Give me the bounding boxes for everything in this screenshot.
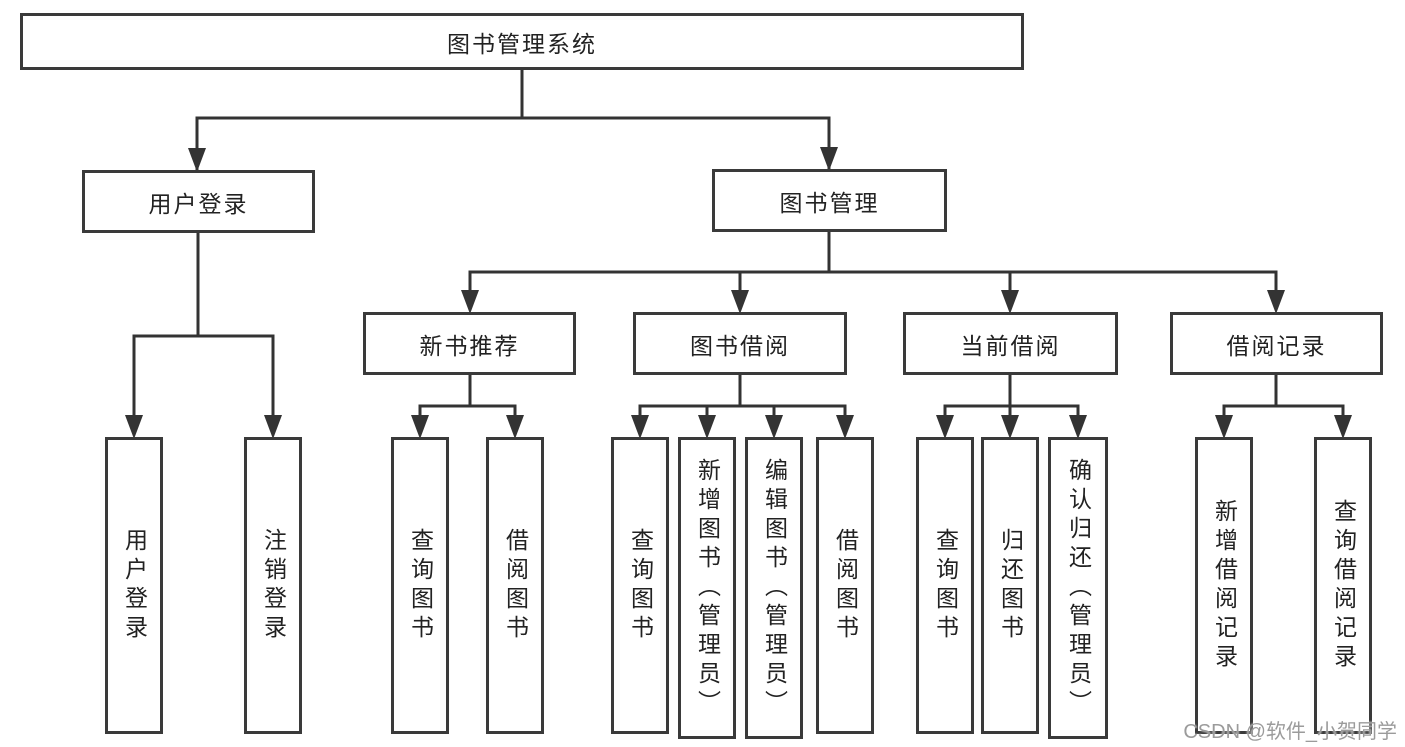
- arrowhead: [836, 415, 854, 439]
- node-current-borrowing-label: 当前借阅: [960, 332, 1061, 359]
- connector-line: [132, 334, 275, 435]
- node-borrow-records: 借阅记录: [1170, 312, 1383, 375]
- node-library-management-system: 图书管理系统: [20, 13, 1024, 70]
- arrowhead: [264, 415, 282, 439]
- connector-user-login-to-children: [132, 231, 275, 435]
- connector-line: [638, 404, 847, 435]
- node-current-borrowing: 当前借阅: [903, 312, 1118, 375]
- arrowhead: [506, 415, 524, 439]
- connector-line: [1222, 404, 1345, 435]
- node-leaf-add-borrow-record-label: 新增借阅记录: [1211, 498, 1238, 673]
- node-leaf-query-book-3-label: 查询图书: [932, 527, 959, 644]
- connector-book-mgmt-to-level3: [468, 230, 1278, 310]
- node-leaf-confirm-return-admin: 确认归还（管理员）: [1048, 437, 1108, 739]
- arrowhead: [731, 290, 749, 314]
- arrowhead: [188, 148, 206, 172]
- node-leaf-query-borrow-record: 查询借阅记录: [1314, 437, 1372, 734]
- arrowhead: [765, 415, 783, 439]
- arrowhead: [461, 290, 479, 314]
- node-library-management-system-label: 图书管理系统: [447, 30, 597, 57]
- node-leaf-add-borrow-record: 新增借阅记录: [1195, 437, 1253, 734]
- node-leaf-query-borrow-record-label: 查询借阅记录: [1330, 498, 1357, 673]
- node-leaf-borrow-book-1-label: 借阅图书: [502, 527, 529, 644]
- node-user-login: 用户登录: [82, 170, 315, 233]
- node-leaf-return-book-label: 归还图书: [997, 527, 1024, 644]
- arrowhead: [936, 415, 954, 439]
- node-user-login-label: 用户登录: [148, 190, 249, 217]
- arrowheads: [125, 147, 1352, 439]
- arrowhead: [698, 415, 716, 439]
- node-leaf-query-book-2-label: 查询图书: [627, 527, 654, 644]
- arrowhead: [820, 147, 838, 171]
- connector-line: [195, 116, 831, 170]
- node-leaf-add-book-admin: 新增图书（管理员）: [678, 437, 736, 739]
- arrowhead: [631, 415, 649, 439]
- node-book-management: 图书管理: [712, 169, 947, 232]
- node-book-borrowing: 图书借阅: [633, 312, 847, 375]
- connector-line: [418, 404, 517, 435]
- node-book-borrowing-label: 图书借阅: [690, 332, 790, 359]
- node-leaf-query-book-1-label: 查询图书: [407, 527, 434, 644]
- arrowhead: [1069, 415, 1087, 439]
- connector-borrow-record-to-children: [1222, 373, 1345, 435]
- connector-line: [468, 270, 1278, 310]
- connector-book-borrow-to-children: [638, 373, 847, 435]
- node-new-book-recommendation: 新书推荐: [363, 312, 576, 375]
- node-leaf-logout-label: 注销登录: [260, 527, 287, 644]
- node-leaf-user-login-label: 用户登录: [121, 527, 148, 644]
- node-leaf-user-login: 用户登录: [105, 437, 163, 734]
- node-leaf-confirm-return-admin-label: 确认归还（管理员）: [1065, 457, 1092, 719]
- node-leaf-query-book-2: 查询图书: [611, 437, 669, 734]
- node-leaf-query-book-1: 查询图书: [391, 437, 449, 734]
- node-leaf-borrow-book-1: 借阅图书: [486, 437, 544, 734]
- node-leaf-add-book-admin-label: 新增图书（管理员）: [694, 457, 721, 719]
- arrowhead: [1267, 290, 1285, 314]
- node-new-book-recommendation-label: 新书推荐: [419, 332, 520, 359]
- csdn-watermark: CSDN @软件_小贺同学: [1183, 721, 1397, 743]
- arrowhead: [125, 415, 143, 439]
- arrowhead: [1001, 290, 1019, 314]
- node-leaf-logout: 注销登录: [244, 437, 302, 734]
- node-leaf-edit-book-admin-label: 编辑图书（管理员）: [761, 457, 788, 719]
- arrowhead: [1334, 415, 1352, 439]
- arrowhead: [1215, 415, 1233, 439]
- connector-root-to-level2: [195, 69, 831, 170]
- node-leaf-edit-book-admin: 编辑图书（管理员）: [745, 437, 803, 739]
- arrowhead: [411, 415, 429, 439]
- node-book-management-label: 图书管理: [779, 189, 880, 216]
- node-leaf-borrow-book-2: 借阅图书: [816, 437, 874, 734]
- node-leaf-return-book: 归还图书: [981, 437, 1039, 734]
- node-leaf-query-book-3: 查询图书: [916, 437, 974, 734]
- node-borrow-records-label: 借阅记录: [1226, 332, 1327, 359]
- node-leaf-borrow-book-2-label: 借阅图书: [832, 527, 859, 644]
- arrowhead: [1001, 415, 1019, 439]
- connector-new-book-rec-to-children: [418, 373, 517, 435]
